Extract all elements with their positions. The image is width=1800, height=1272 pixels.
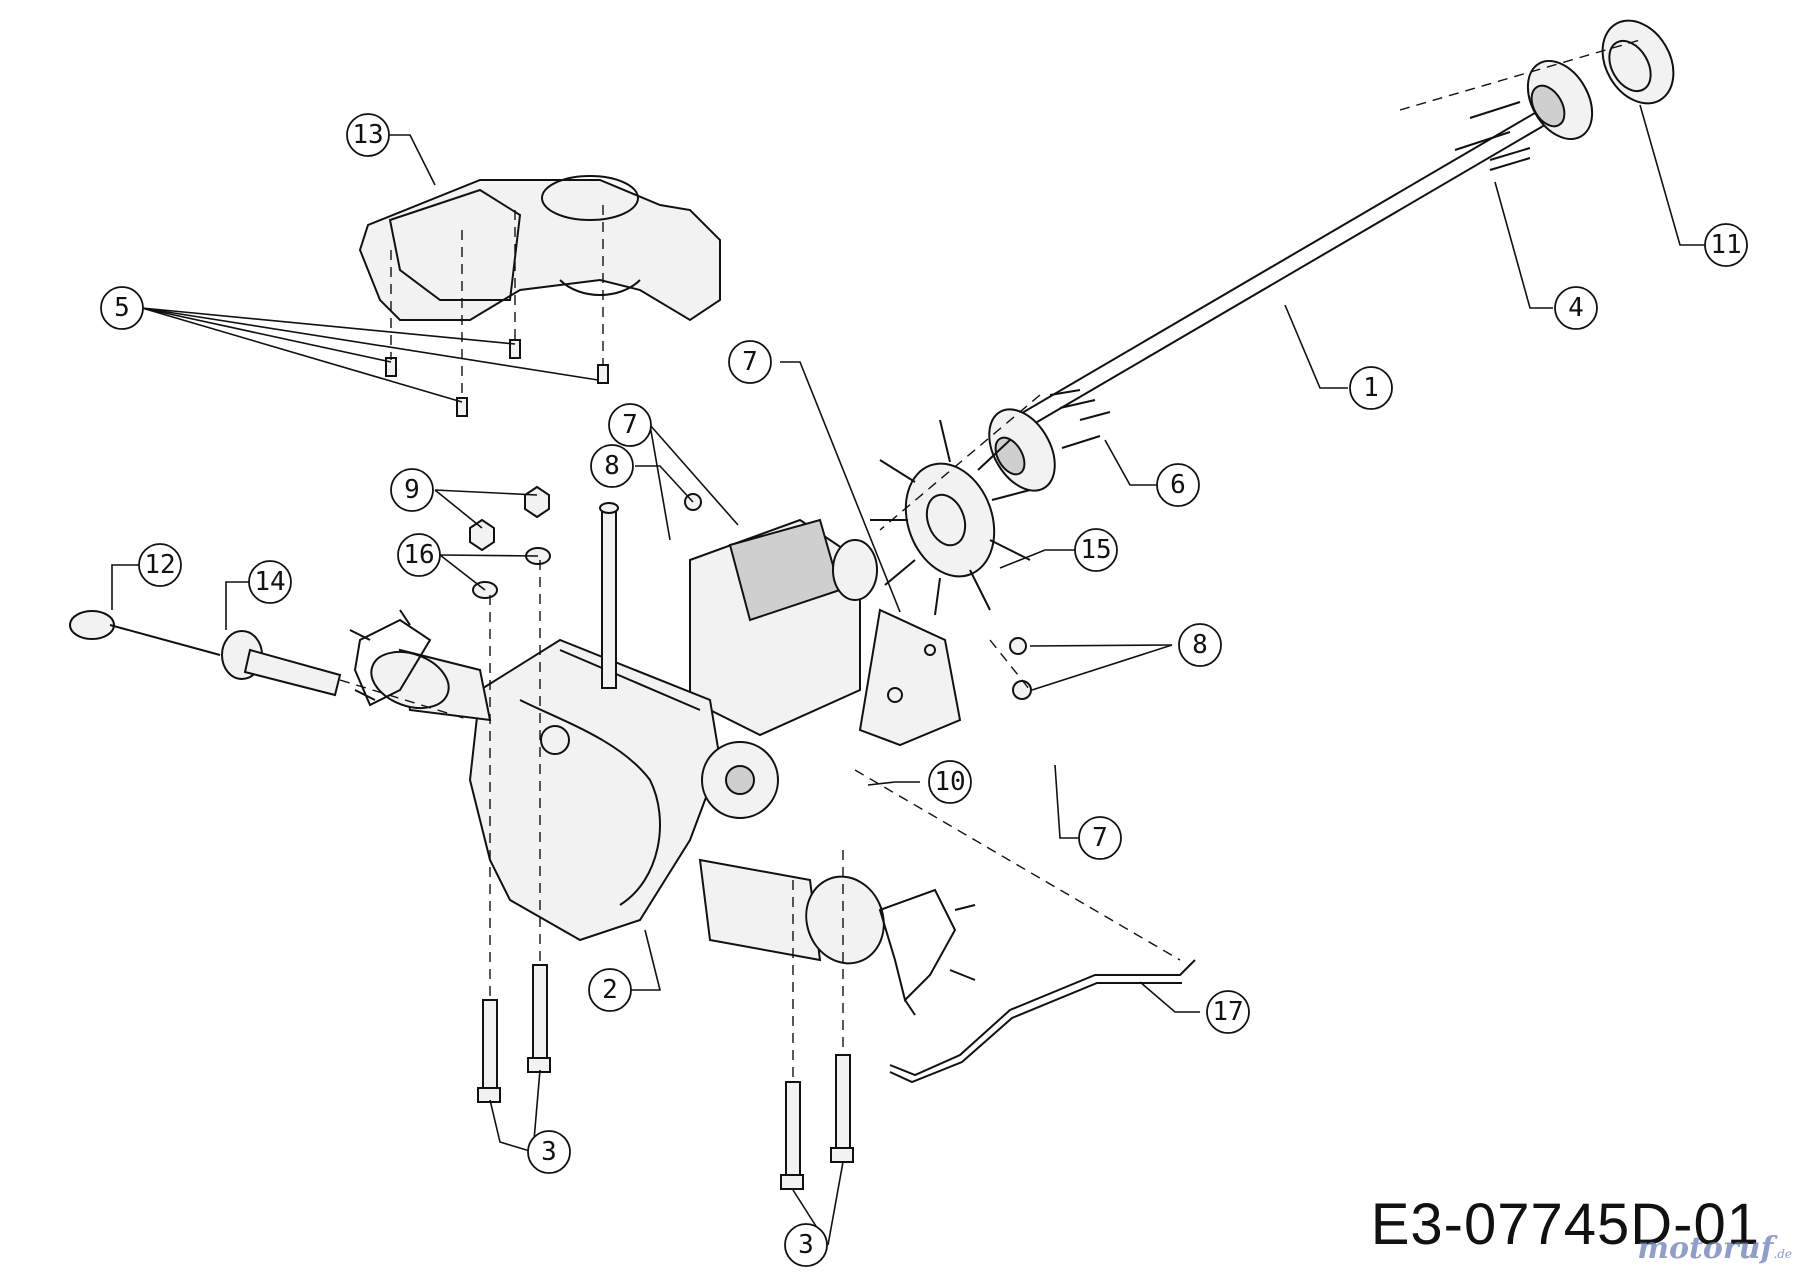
callout-11: 11 xyxy=(1704,223,1748,267)
callouts: 1 2 3 3 4 5 6 7 7 7 8 8 9 10 11 12 13 14… xyxy=(100,113,1748,1267)
coupler-upper xyxy=(1526,60,1594,140)
svg-text:8: 8 xyxy=(1192,630,1208,660)
svg-text:14: 14 xyxy=(254,567,285,597)
callout-7-bottom: 7 xyxy=(1078,816,1122,860)
callout-9: 9 xyxy=(390,468,434,512)
svg-text:1: 1 xyxy=(1363,373,1379,403)
left-axle-hub xyxy=(349,609,492,722)
svg-text:15: 15 xyxy=(1080,535,1111,565)
svg-text:9: 9 xyxy=(404,475,420,505)
callout-6: 6 xyxy=(1156,463,1200,507)
bearing-flange-11 xyxy=(1601,19,1675,105)
callout-1: 1 xyxy=(1349,366,1393,410)
callout-7-top: 7 xyxy=(728,340,772,384)
svg-text:2: 2 xyxy=(602,975,618,1005)
watermark-suffix: .de xyxy=(1773,1247,1792,1261)
assembly-lines xyxy=(339,39,1641,1082)
callout-13: 13 xyxy=(346,113,390,157)
callout-5: 5 xyxy=(100,286,144,330)
svg-text:13: 13 xyxy=(352,120,383,150)
drawing-code: E3-07745D-01 xyxy=(1370,1192,1760,1257)
callout-7-mid: 7 xyxy=(608,403,652,447)
cooling-fan xyxy=(870,419,1031,616)
dipstick xyxy=(69,610,342,697)
svg-text:7: 7 xyxy=(1092,823,1108,853)
callout-14: 14 xyxy=(248,560,292,604)
bypass-rod xyxy=(889,959,1196,1084)
nuts-9 xyxy=(469,485,550,552)
callout-15: 15 xyxy=(1074,528,1118,572)
fill-cover xyxy=(358,175,721,322)
mounting-bracket xyxy=(858,608,962,747)
leader-lines xyxy=(111,104,1707,1246)
callout-8-upper: 8 xyxy=(590,444,634,488)
bolts-6 xyxy=(1049,389,1111,449)
watermark-logo: motoruf.de xyxy=(1637,1231,1792,1266)
callout-10: 10 xyxy=(928,760,972,804)
transaxle-housing xyxy=(468,638,779,942)
callout-3-right: 3 xyxy=(784,1223,828,1267)
svg-text:7: 7 xyxy=(742,347,758,377)
axle-shaft xyxy=(1009,109,1551,433)
svg-text:12: 12 xyxy=(144,550,175,580)
svg-text:7: 7 xyxy=(622,410,638,440)
bolts-3-left xyxy=(477,964,551,1103)
svg-text:11: 11 xyxy=(1710,230,1741,260)
callout-8-right: 8 xyxy=(1178,623,1222,667)
bolts-3-right xyxy=(780,1054,854,1190)
callout-2: 2 xyxy=(588,968,632,1012)
svg-text:3: 3 xyxy=(798,1230,814,1260)
svg-text:6: 6 xyxy=(1170,470,1186,500)
coupler-lower xyxy=(988,408,1056,492)
svg-text:4: 4 xyxy=(1568,293,1584,323)
callout-12: 12 xyxy=(138,543,182,587)
svg-text:3: 3 xyxy=(541,1137,557,1167)
input-shaft xyxy=(599,502,619,689)
right-axle-hub xyxy=(698,858,976,1016)
svg-text:16: 16 xyxy=(403,540,434,570)
callout-16: 16 xyxy=(397,533,441,577)
svg-text:17: 17 xyxy=(1212,997,1243,1027)
hydraulic-pump xyxy=(689,518,878,737)
callout-17: 17 xyxy=(1206,990,1250,1034)
svg-text:10: 10 xyxy=(934,767,965,797)
callout-3-left: 3 xyxy=(527,1130,571,1174)
bolts-4 xyxy=(1454,101,1531,171)
callout-4: 4 xyxy=(1554,286,1598,330)
svg-text:8: 8 xyxy=(604,451,620,481)
svg-text:5: 5 xyxy=(114,293,130,323)
watermark-name: motoruf xyxy=(1637,1231,1774,1266)
